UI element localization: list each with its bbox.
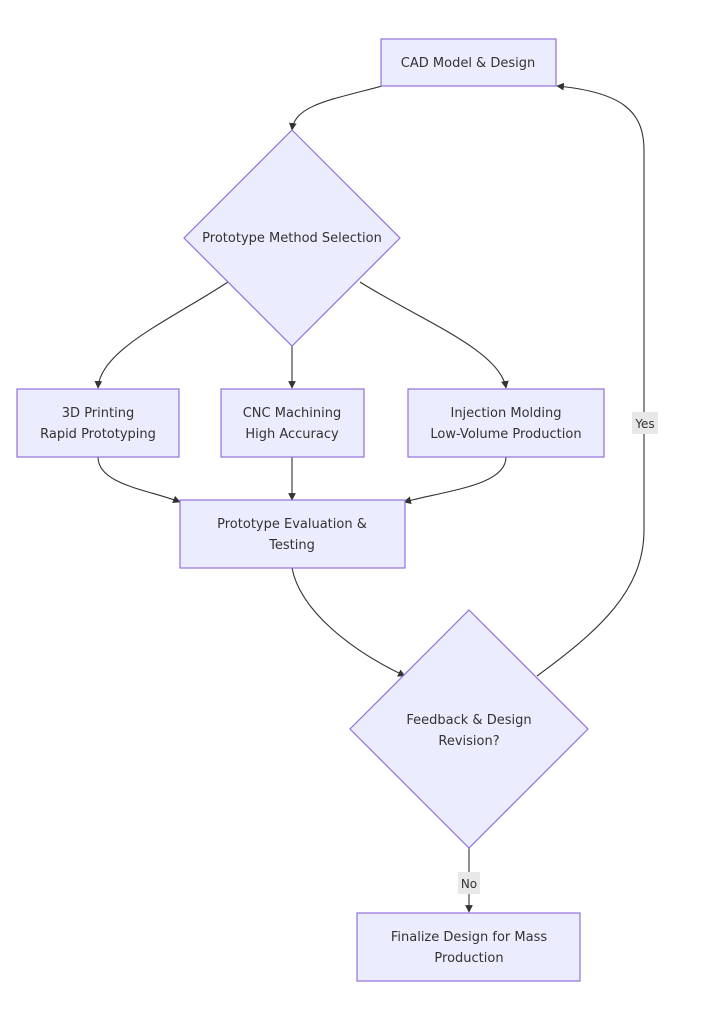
edges bbox=[94, 82, 645, 913]
node-method-selection-label: Prototype Method Selection bbox=[202, 231, 382, 246]
node-finalize-design: Finalize Design for Mass Production bbox=[356, 912, 581, 982]
node-prototype-evaluation: Prototype Evaluation & Testing bbox=[179, 499, 406, 569]
edge-evaluation-to-feedback bbox=[291, 567, 406, 677]
node-cad-model-label: CAD Model & Design bbox=[401, 56, 535, 71]
node-feedback-revision-line1: Feedback & Design bbox=[406, 713, 531, 728]
node-prototype-evaluation-line2: Testing bbox=[268, 538, 315, 553]
node-3d-printing-line1: 3D Printing bbox=[62, 406, 134, 421]
node-prototype-evaluation-line1: Prototype Evaluation & bbox=[217, 517, 367, 532]
edge-label-no-bg bbox=[458, 872, 480, 894]
edge-injection-to-evaluation bbox=[403, 456, 507, 504]
node-injection-molding-line1: Injection Molding bbox=[450, 406, 561, 421]
edge-method-to-printing bbox=[94, 281, 229, 389]
edge-feedback-to-cad-yes bbox=[536, 82, 645, 677]
edge-cad-to-method bbox=[289, 85, 383, 131]
edge-label-yes-group: Yes bbox=[632, 412, 658, 434]
edge-label-yes-bg bbox=[632, 412, 658, 434]
node-3d-printing: 3D Printing Rapid Prototyping bbox=[16, 388, 180, 458]
node-finalize-design-line1: Finalize Design for Mass bbox=[391, 930, 548, 945]
node-finalize-design-line2: Production bbox=[434, 951, 503, 966]
node-injection-molding-line2: Low-Volume Production bbox=[430, 427, 581, 442]
edge-method-to-injection bbox=[359, 281, 509, 389]
node-cad-model: CAD Model & Design bbox=[380, 38, 557, 87]
edge-label-yes: Yes bbox=[634, 417, 654, 431]
node-cnc-machining-line1: CNC Machining bbox=[243, 406, 342, 421]
edge-printing-to-evaluation bbox=[97, 456, 181, 504]
node-feedback-revision-line2: Revision? bbox=[438, 734, 499, 749]
node-injection-molding: Injection Molding Low-Volume Production bbox=[407, 388, 605, 458]
node-method-selection: Prototype Method Selection bbox=[183, 129, 401, 347]
edge-label-no-group: No bbox=[458, 872, 480, 894]
node-3d-printing-line2: Rapid Prototyping bbox=[40, 427, 156, 442]
node-cnc-machining: CNC Machining High Accuracy bbox=[220, 388, 365, 458]
node-feedback-revision: Feedback & Design Revision? bbox=[349, 609, 589, 849]
node-cnc-machining-line2: High Accuracy bbox=[245, 427, 339, 442]
edge-label-no: No bbox=[461, 877, 477, 891]
